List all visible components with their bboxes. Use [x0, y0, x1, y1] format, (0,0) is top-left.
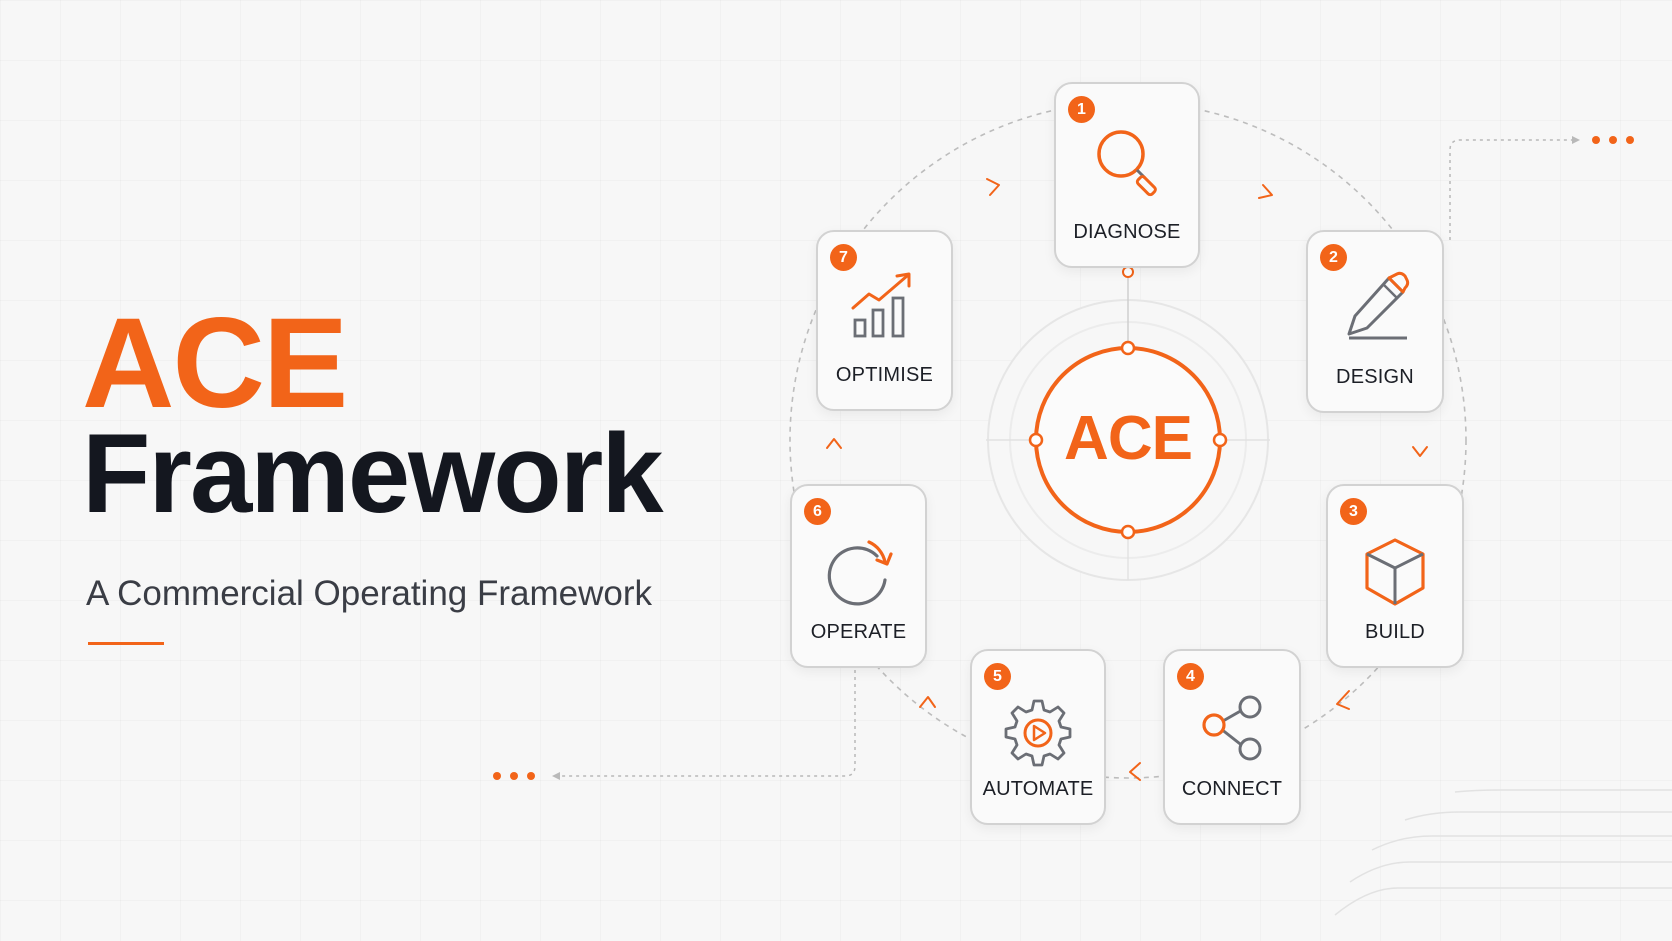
stage-card-connect[interactable]: 4 CONNECT — [1163, 649, 1301, 825]
hub — [986, 266, 1270, 581]
more-dots-bottom-icon — [493, 772, 535, 780]
growth-chart-icon — [851, 272, 910, 338]
corner-decoration — [1334, 789, 1672, 916]
exit-connector-top-arrow — [1572, 136, 1580, 144]
stage-card-design[interactable]: 2 DESIGN — [1306, 230, 1444, 413]
stage-number-badge: 5 — [984, 663, 1011, 690]
subtitle: A Commercial Operating Framework — [86, 574, 652, 613]
stage-number-badge: 4 — [1177, 663, 1204, 690]
stage-card-automate[interactable]: 5 AUTOMATE — [970, 649, 1106, 825]
stage-label: AUTOMATE — [982, 778, 1094, 800]
stage-label: OPERATE — [810, 621, 907, 643]
entry-connector-bottom-arrow — [552, 772, 560, 780]
stage-label: DESIGN — [1336, 366, 1414, 388]
title-framework: Framework — [82, 411, 664, 536]
stage-number-badge: 2 — [1320, 244, 1347, 271]
stage-number-badge: 6 — [804, 498, 831, 525]
stage-label: DIAGNOSE — [1073, 221, 1181, 243]
title-underline — [88, 642, 164, 645]
stage-card-operate[interactable]: 6 OPERATE — [790, 484, 927, 668]
stage-number-badge: 1 — [1068, 96, 1095, 123]
stage-label: OPTIMISE — [835, 364, 934, 386]
entry-connector-bottom — [560, 670, 856, 777]
stage-number-badge: 3 — [1340, 498, 1367, 525]
stage-label: BUILD — [1365, 621, 1425, 643]
title-ace: ACE — [82, 292, 348, 435]
gear-play-icon — [1004, 699, 1072, 767]
share-nodes-icon — [1202, 695, 1262, 761]
magnifier-icon — [1097, 130, 1157, 197]
exit-connector-top — [1449, 139, 1578, 240]
cube-icon — [1365, 538, 1425, 606]
more-dots-top-icon — [1592, 136, 1634, 144]
refresh-icon — [827, 540, 893, 606]
stage-card-build[interactable]: 3 BUILD — [1326, 484, 1464, 668]
hub-label: ACE — [1064, 404, 1193, 473]
stage-card-diagnose[interactable]: 1 DIAGNOSE — [1054, 82, 1200, 268]
cycle-arrows — [826, 178, 1428, 781]
stage-label: CONNECT — [1181, 778, 1283, 800]
stage-number-badge: 7 — [830, 244, 857, 271]
pencil-icon — [1347, 271, 1410, 340]
stage-card-optimise[interactable]: 7 OPTIMISE — [816, 230, 953, 411]
